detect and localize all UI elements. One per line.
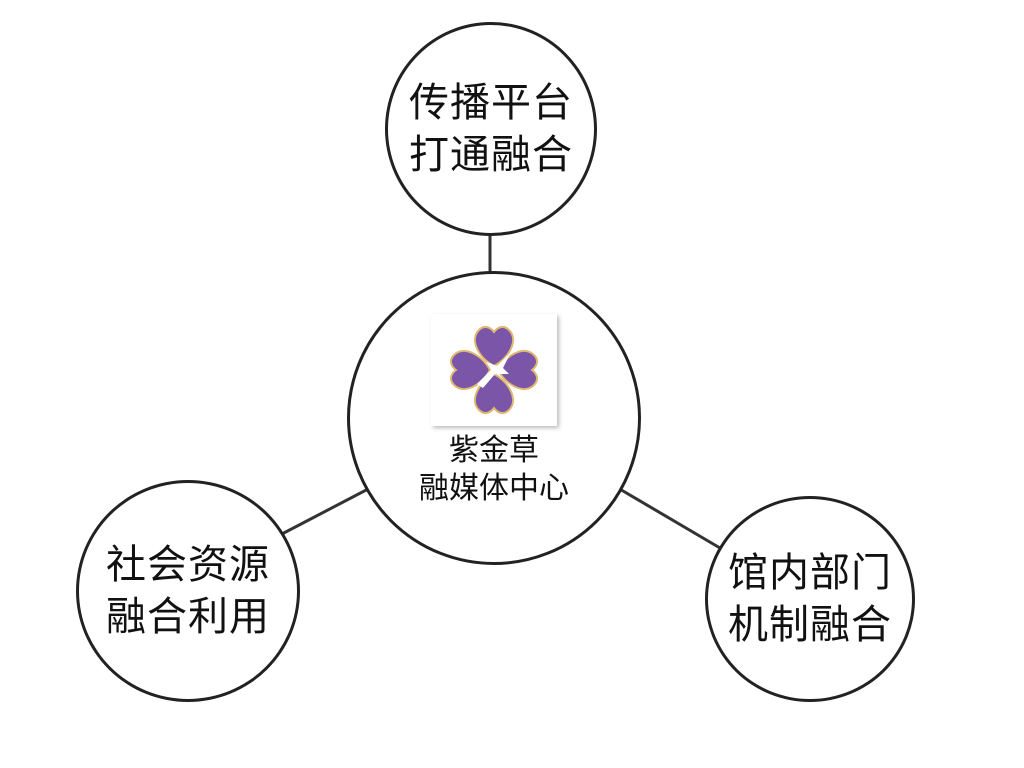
node-label-line2: 融合利用 xyxy=(106,594,270,640)
node-label-line2: 打通融合 xyxy=(409,132,573,178)
node-label-line1: 馆内部门 xyxy=(728,550,892,596)
node-label-line1: 传播平台 xyxy=(409,80,573,126)
node-broadcast-platform: 传播平台 打通融合 xyxy=(385,22,597,236)
center-label-line2: 融媒体中心 xyxy=(419,471,569,506)
center-label-line1: 紫金草 xyxy=(449,433,539,468)
node-internal-departments: 馆内部门 机制融合 xyxy=(705,496,915,702)
node-label-line1: 社会资源 xyxy=(106,542,270,588)
node-center-media-hub: 紫金草 融媒体中心 xyxy=(347,271,641,565)
connector-right xyxy=(617,486,721,550)
zijincao-logo-icon xyxy=(431,314,557,426)
node-social-resources: 社会资源 融合利用 xyxy=(76,480,300,702)
connector-left xyxy=(279,486,371,537)
node-label-line2: 机制融合 xyxy=(728,602,892,648)
